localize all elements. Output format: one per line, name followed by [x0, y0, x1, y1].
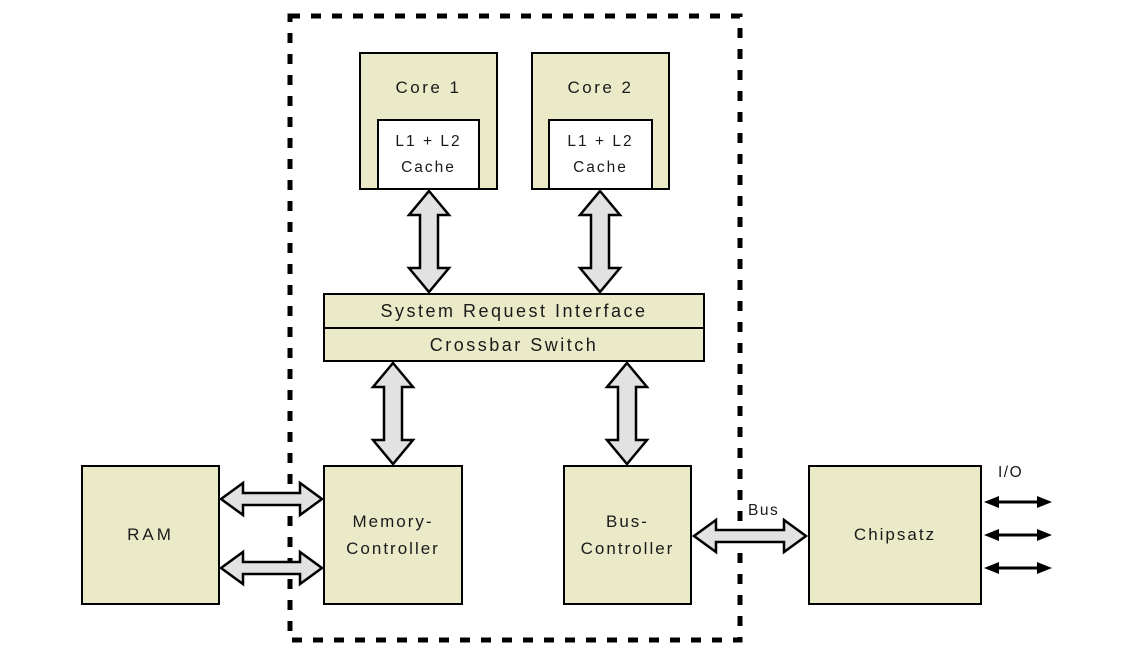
io-arrow-3-icon [984, 562, 1052, 574]
double-arrow-crossbar-memctrl-icon [370, 361, 416, 466]
cache1-line1: L1 + L2 [395, 132, 462, 150]
bus-controller-line2: Controller [580, 539, 675, 558]
double-arrow-busctrl-chipset-icon [691, 517, 809, 555]
bus-edge-label: Bus [748, 502, 780, 519]
double-arrow-ram-memctrl-lower-icon [218, 549, 325, 587]
node-cache2: L1 + L2 Cache [548, 119, 653, 190]
node-bus-controller: Bus- Controller [563, 465, 692, 605]
cache2-line1: L1 + L2 [567, 132, 634, 150]
cache2-line2: Cache [573, 158, 628, 176]
io-arrow-2-icon [984, 529, 1052, 541]
core1-label: Core 1 [395, 78, 462, 97]
double-arrow-ram-memctrl-upper-icon [218, 480, 325, 518]
io-arrow-1-icon [984, 496, 1052, 508]
bus-controller-line1: Bus- [606, 512, 649, 531]
memory-controller-line2: Controller [346, 539, 440, 558]
node-crossbar-switch: Crossbar Switch [325, 329, 703, 362]
node-interconnect-stack: System Request Interface Crossbar Switch [323, 293, 705, 362]
double-arrow-crossbar-busctrl-icon [604, 361, 650, 466]
node-chipset: Chipsatz [808, 465, 982, 605]
node-memory-controller: Memory- Controller [323, 465, 463, 605]
core2-label: Core 2 [567, 78, 634, 97]
io-edge-label: I/O [998, 464, 1024, 481]
node-cache1: L1 + L2 Cache [377, 119, 480, 190]
cache1-line2: Cache [401, 158, 456, 176]
node-ram: RAM [81, 465, 220, 605]
double-arrow-cache1-sri-icon [406, 189, 452, 294]
ram-label: RAM [127, 525, 174, 544]
chipset-label: Chipsatz [853, 525, 937, 544]
system-request-interface-label: System Request Interface [380, 300, 648, 321]
memory-controller-line1: Memory- [352, 512, 434, 531]
node-system-request-interface: System Request Interface [325, 295, 703, 329]
crossbar-switch-label: Crossbar Switch [429, 335, 599, 355]
double-arrow-cache2-sri-icon [577, 189, 623, 294]
cpu-die-dashed-boundary [287, 13, 743, 643]
